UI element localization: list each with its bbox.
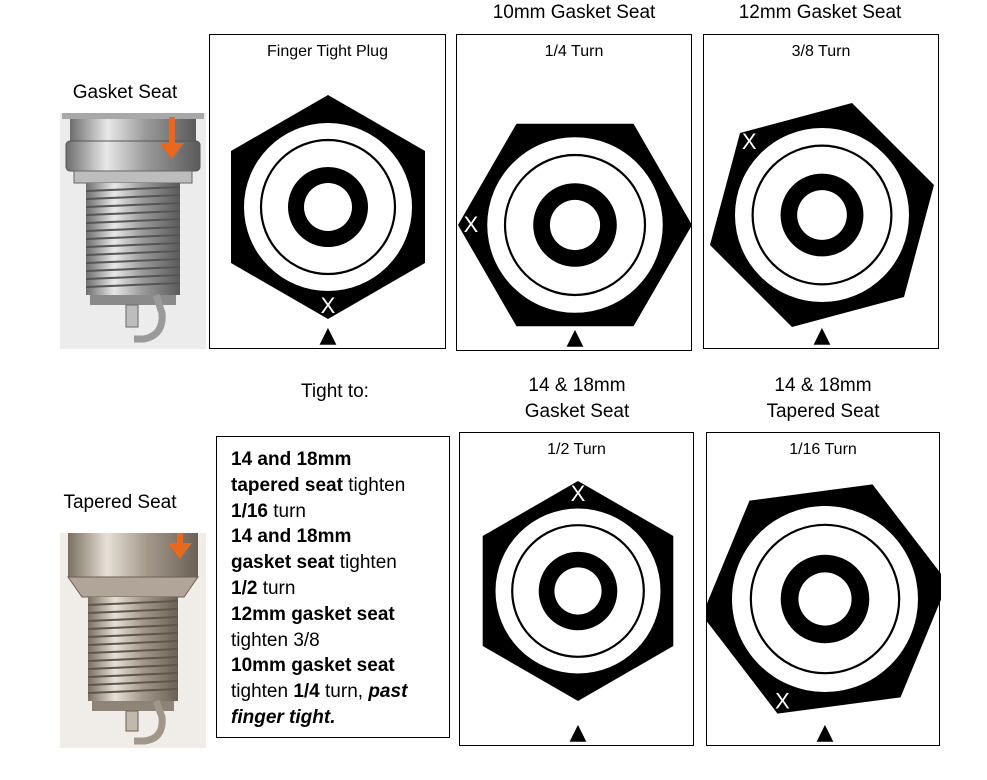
center-hole <box>554 567 602 615</box>
tightening-instructions: 14 and 18mm tapered seat tighten 1/16 tu… <box>216 436 450 738</box>
hex-nut-half-turn: X▲ <box>482 481 674 745</box>
thin-ring <box>503 153 647 297</box>
header-14-18-gasket-line1: 14 & 18mm <box>528 375 626 396</box>
center-hole <box>304 183 352 231</box>
pointer-triangle: ▲ <box>567 325 584 350</box>
instr-line-6: 1/2 turn <box>231 577 296 599</box>
instr-line-10: tighten 1/4 turn, past <box>231 681 408 703</box>
hex-nut-sixteenth-turn: X▲ <box>707 484 941 745</box>
instr-line-11: finger tight. <box>231 706 336 728</box>
panel-label-three-eighths-turn: 3/8 Turn <box>791 43 851 60</box>
thin-ring <box>749 523 901 675</box>
header-14-18-gasket-line2: Gasket Seat <box>524 401 630 422</box>
header-12mm-gasket: 12mm Gasket Seat <box>738 2 902 23</box>
reference-mark: X <box>775 689 790 714</box>
pointer-triangle: ▲ <box>570 720 587 745</box>
instr-line-5: gasket seat tighten <box>231 552 397 574</box>
reference-mark: X <box>742 129 757 154</box>
center-hole <box>798 572 852 626</box>
header-14-18-tapered: 14 & 18mm Tapered Seat <box>706 373 940 425</box>
header-14-18-tapered-line2: Tapered Seat <box>766 401 880 422</box>
tapered-seat-plug-image <box>60 533 206 748</box>
header-14-18-tapered-line1: 14 & 18mm <box>774 375 872 396</box>
hex-nut-quarter-turn: X▲ <box>458 123 692 350</box>
header-10mm-gasket: 10mm Gasket Seat <box>492 2 656 23</box>
reference-mark: X <box>571 481 586 506</box>
panel-label-finger-tight: Finger Tight Plug <box>267 43 388 60</box>
panel-label-quarter-turn: 1/4 Turn <box>544 43 604 60</box>
instr-line-3: 1/16 turn <box>231 500 307 522</box>
instr-line-9: 10mm gasket seat <box>231 655 395 677</box>
gasket-seat-plug-image <box>60 113 206 349</box>
instr-line-4: 14 and 18mm <box>231 526 352 548</box>
reference-mark: X <box>464 212 479 237</box>
header-gasket-seat: Gasket Seat <box>72 82 178 103</box>
thin-ring <box>259 138 397 276</box>
header-tapered-seat: Tapered Seat <box>63 492 177 513</box>
instr-line-1: 14 and 18mm <box>231 449 352 470</box>
instr-line-8: tighten 3/8 <box>231 629 320 651</box>
instr-line-2: tapered seat tighten <box>231 474 406 496</box>
center-hole <box>549 199 601 251</box>
panel-label-sixteenth-turn: 1/16 Turn <box>789 441 857 458</box>
hex-nut-three-eighths-turn: X▲ <box>710 103 934 348</box>
instr-line-7: 12mm gasket seat <box>231 603 395 625</box>
panel-label-half-turn: 1/2 Turn <box>547 441 606 458</box>
header-14-18-gasket: 14 & 18mm Gasket Seat <box>460 373 694 425</box>
thin-ring <box>751 144 893 286</box>
panel-sixteenth-turn: 1/16 Turn X▲ <box>706 432 941 746</box>
reference-mark: X <box>321 293 336 318</box>
panel-quarter-turn: 1/4 Turn X▲ <box>456 34 692 351</box>
hex-nut-finger-tight: X▲ <box>231 95 425 348</box>
panel-three-eighths-turn: 3/8 Turn X▲ <box>703 34 939 349</box>
thin-ring <box>511 524 645 658</box>
pointer-triangle: ▲ <box>814 323 831 348</box>
header-tight-to: Tight to: <box>301 381 369 402</box>
panel-finger-tight: Finger Tight Plug X▲ <box>209 34 446 349</box>
pointer-triangle: ▲ <box>320 323 337 348</box>
pointer-triangle: ▲ <box>817 720 834 745</box>
panel-half-turn: 1/2 Turn X▲ <box>459 432 694 746</box>
center-hole <box>797 190 847 240</box>
